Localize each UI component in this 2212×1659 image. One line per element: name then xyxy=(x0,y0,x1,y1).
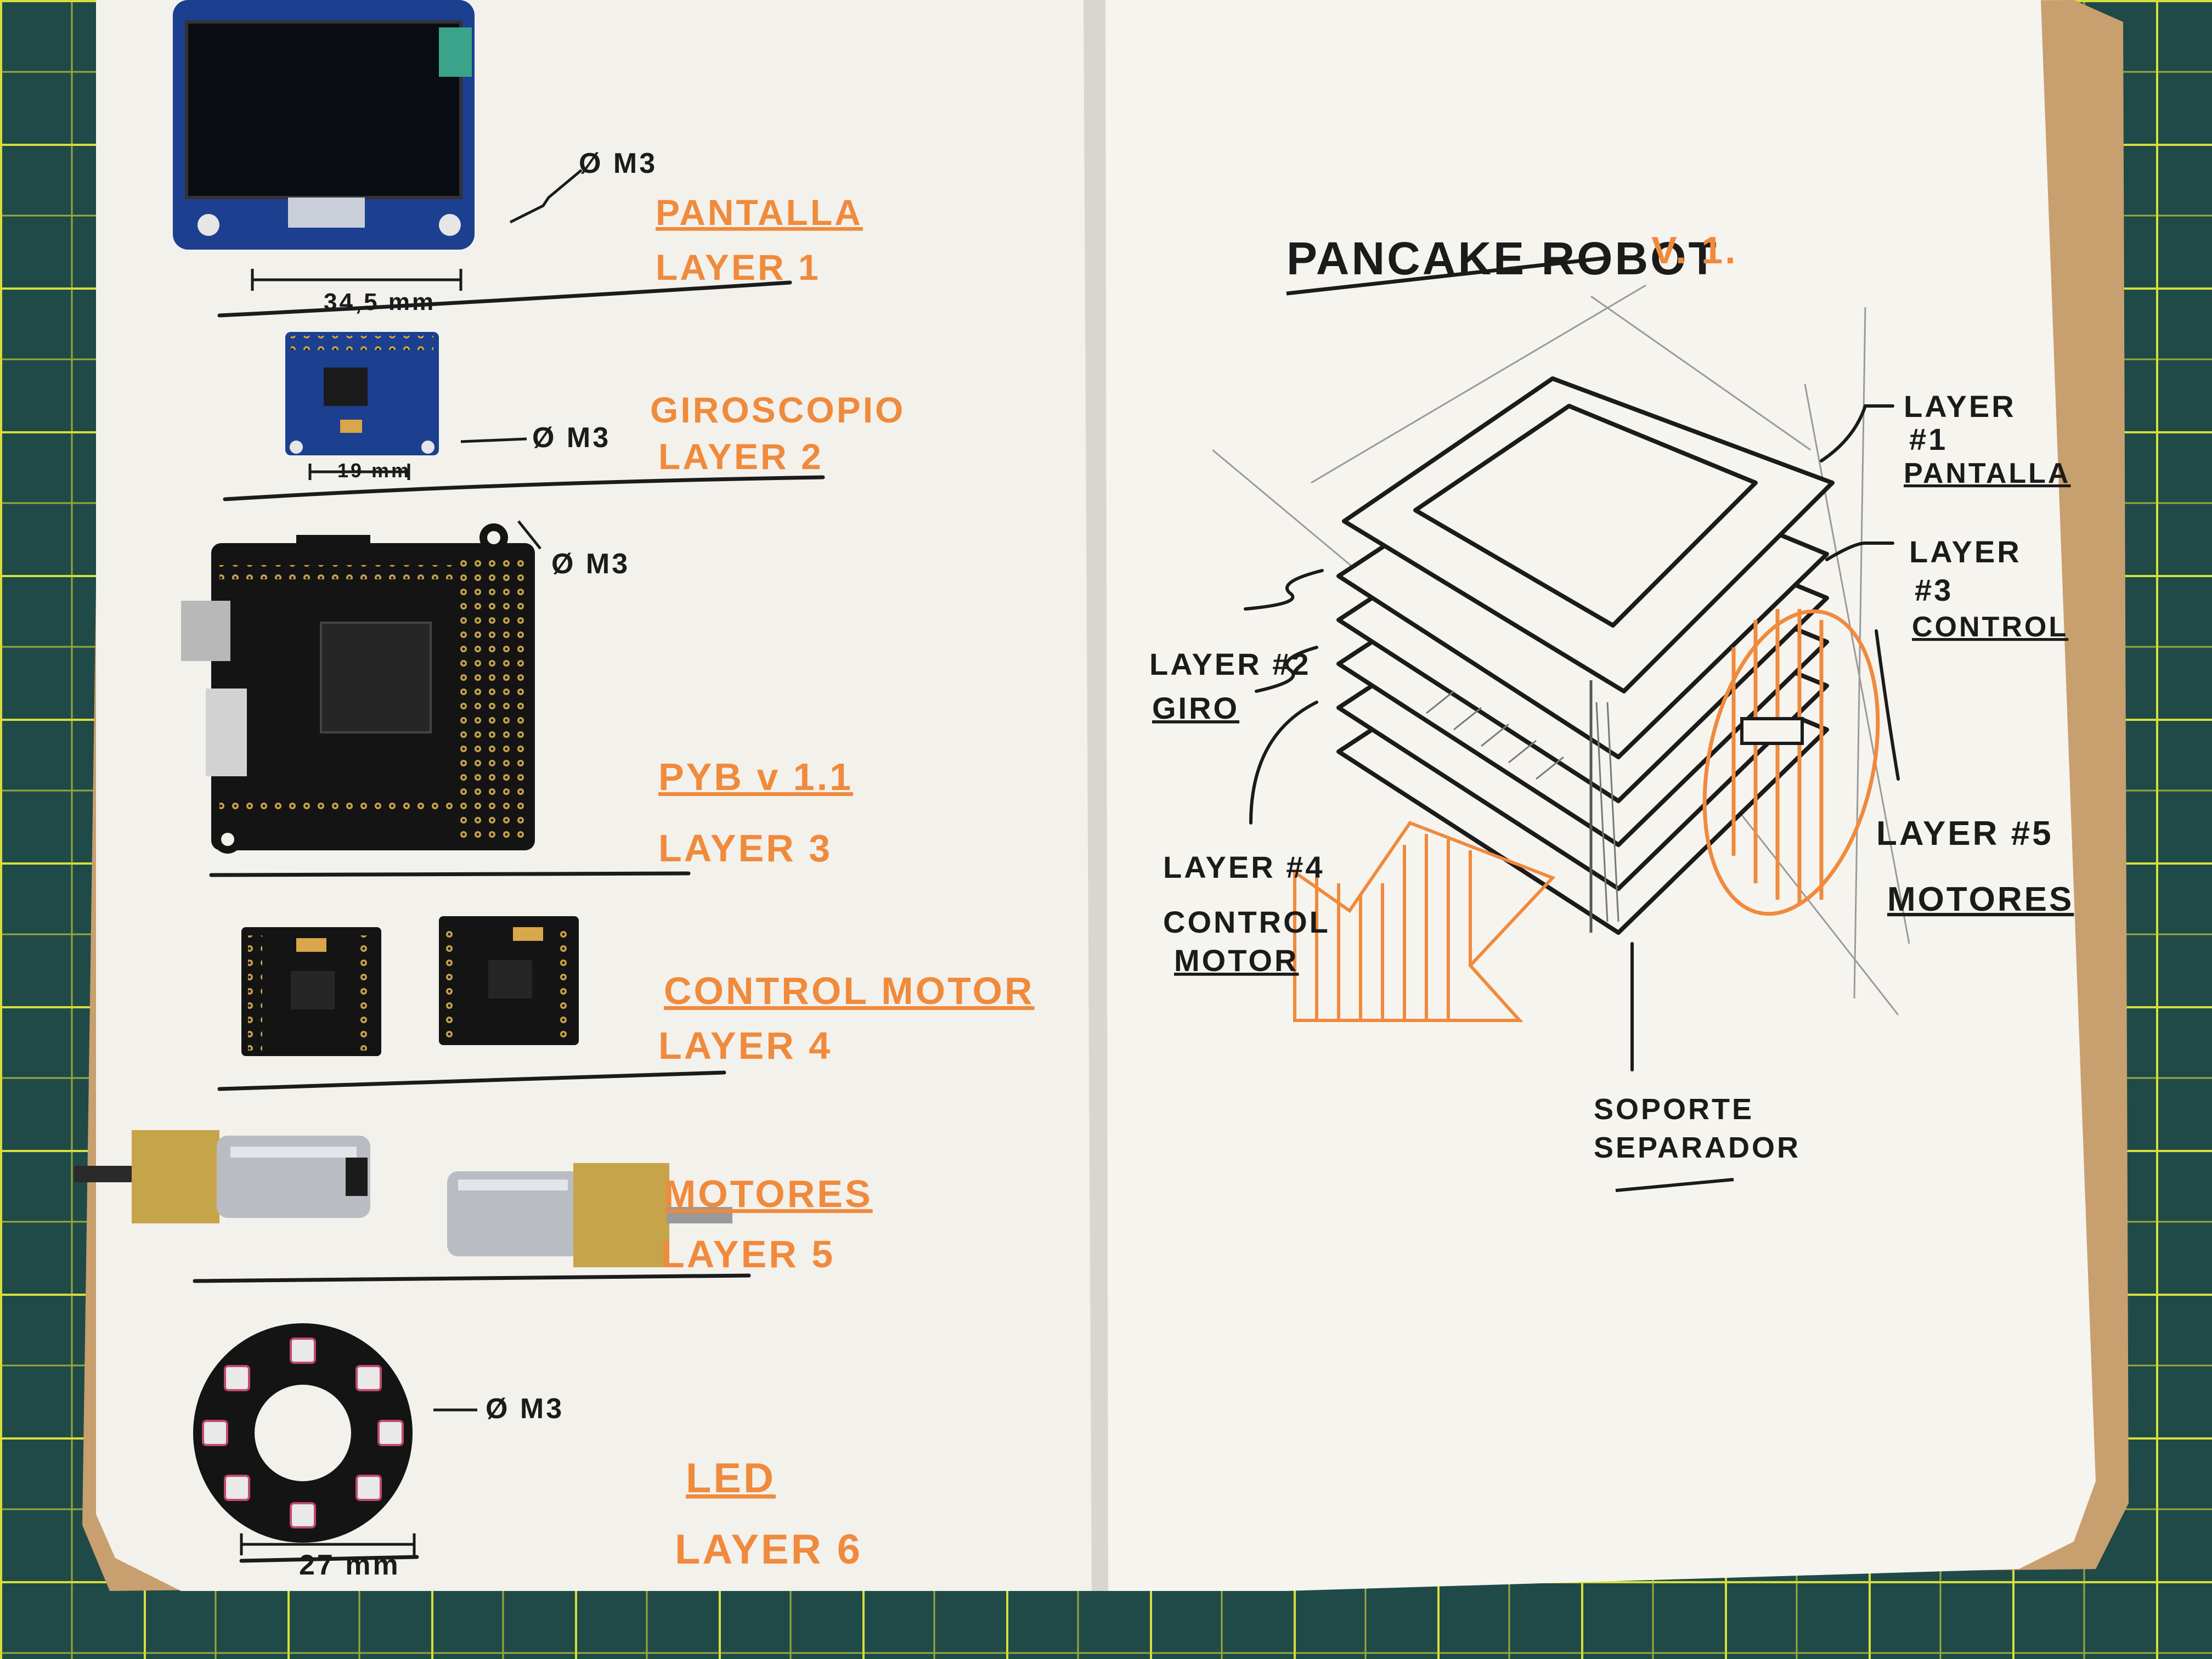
label-pantalla-layer: LAYER 1 xyxy=(656,247,821,287)
motor-driver-2 xyxy=(439,916,579,1045)
right-title: PANCAKE ROBOT V. 1. xyxy=(1286,229,1738,294)
screw-note-2: Ø M3 xyxy=(532,422,611,454)
label-led-layer: LAYER 6 xyxy=(675,1526,862,1573)
led-ring xyxy=(193,1323,413,1543)
label-pyb-layer: LAYER 3 xyxy=(658,827,832,870)
motor-driver-1 xyxy=(241,927,381,1056)
dimension-led: 27 mm xyxy=(299,1549,400,1581)
mat-bottom-strip xyxy=(0,1591,2212,1659)
callout-layer3-line1: LAYER xyxy=(1909,534,2022,569)
callout-layer2-line2: GIRO xyxy=(1152,691,1239,725)
motor-shaft-sketch xyxy=(1742,719,1802,743)
callout-layer4-line2: CONTROL xyxy=(1163,905,1330,939)
label-giroscopio-layer: LAYER 2 xyxy=(658,436,823,477)
callout-layer4-line1: LAYER #4 xyxy=(1163,850,1325,884)
callout-layer1-line2: #1 xyxy=(1909,422,1948,456)
label-control-motor-layer: LAYER 4 xyxy=(658,1024,832,1067)
gyroscope-module xyxy=(285,332,439,455)
callout-soporte-line1: SOPORTE xyxy=(1594,1093,1754,1126)
label-motores-layer: LAYER 5 xyxy=(661,1233,835,1276)
label-led-title: LED xyxy=(686,1455,776,1502)
callout-layer2-line1: LAYER #2 xyxy=(1149,647,1311,681)
callout-layer1-line1: LAYER xyxy=(1904,389,2016,424)
screw-note-1: Ø M3 xyxy=(579,148,657,179)
callout-layer3-line2: #3 xyxy=(1915,573,1953,607)
label-motores-title: MOTORES xyxy=(664,1172,873,1215)
label-control-motor-title: CONTROL MOTOR xyxy=(664,969,1035,1012)
oled-display-module xyxy=(173,0,475,250)
pyboard xyxy=(181,523,535,854)
label-pantalla-title: PANTALLA xyxy=(656,192,863,233)
callout-soporte-line2: SEPARADOR xyxy=(1594,1131,1801,1164)
sketch-version: V. 1. xyxy=(1651,229,1738,272)
dimension-oled: 34,5 mm xyxy=(324,289,436,315)
label-giroscopio-title: GIROSCOPIO xyxy=(650,390,905,430)
dimension-gyro: 19 mm xyxy=(337,459,411,482)
label-pyb-title: PYB v 1.1 xyxy=(658,755,853,798)
screw-note-4: Ø M3 xyxy=(486,1393,564,1425)
callout-layer4-line3: MOTOR xyxy=(1174,943,1299,978)
callout-layer5-line1: LAYER #5 xyxy=(1876,815,2053,853)
screw-note-3: Ø M3 xyxy=(551,548,630,580)
callout-layer1-line3: PANTALLA xyxy=(1904,458,2070,489)
callout-layer5-line2: MOTORES xyxy=(1887,881,2074,918)
callout-layer3-line3: CONTROL xyxy=(1912,611,2068,643)
